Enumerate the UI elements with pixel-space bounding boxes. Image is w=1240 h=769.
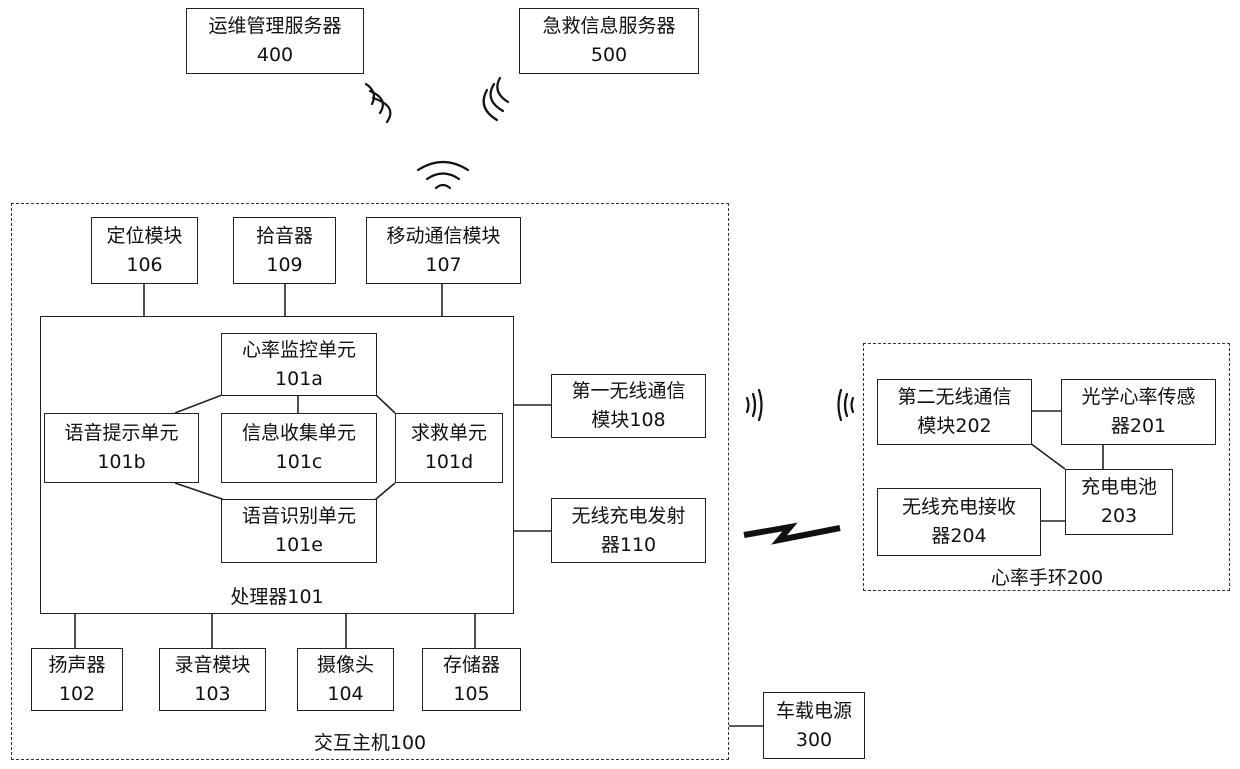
wireless2-module: 第二无线通信 模块202 (877, 379, 1032, 445)
host-side-signal-icon (747, 390, 762, 420)
host-caption: 交互主机100 (270, 728, 470, 755)
positioning-module: 定位模块 106 (91, 217, 198, 284)
battery-id: 203 (1101, 502, 1137, 531)
vehicle-power-id: 300 (796, 726, 832, 755)
band-caption: 心率手环200 (947, 563, 1147, 590)
pickup-name: 拾音器 (256, 222, 313, 251)
pickup-id: 109 (266, 251, 302, 280)
heart-monitor-id: 101a (275, 365, 323, 394)
info-collect-id: 101c (276, 448, 323, 477)
vehicle-power-name: 车载电源 (776, 697, 852, 726)
speaker-id: 102 (59, 680, 95, 709)
battery-name: 充电电池 (1081, 473, 1157, 502)
ops-server-name: 运维管理服务器 (208, 12, 341, 41)
ops-server-signal-icon (366, 84, 390, 122)
charger-tx-module: 无线充电发射 器110 (551, 498, 706, 563)
voice-recog-id: 101e (275, 531, 323, 560)
camera-id: 104 (327, 680, 363, 709)
voice-prompt-unit: 语音提示单元 101b (44, 413, 199, 483)
voice-prompt-id: 101b (97, 448, 145, 477)
rescue-server-signal-icon (484, 78, 508, 120)
voice-prompt-name: 语音提示单元 (64, 419, 178, 448)
host-antenna-signal-icon (418, 162, 468, 188)
rescue-unit-id: 101d (425, 448, 473, 477)
storage-id: 105 (453, 680, 489, 709)
storage-name: 存储器 (443, 651, 500, 680)
recorder-module: 录音模块 103 (159, 648, 266, 711)
wireless-charging-icon (744, 527, 840, 540)
info-collect-unit: 信息收集单元 101c (221, 413, 377, 483)
processor-caption: 处理器101 (177, 582, 377, 609)
voice-recog-unit: 语音识别单元 101e (221, 499, 377, 563)
battery-module: 充电电池 203 (1065, 469, 1173, 535)
rescue-unit: 求救单元 101d (395, 413, 503, 483)
mobile-comm-module: 移动通信模块 107 (366, 217, 521, 284)
charger-tx-name: 无线充电发射 (571, 502, 685, 531)
pickup-module: 拾音器 109 (233, 217, 336, 284)
positioning-name: 定位模块 (106, 222, 182, 251)
rescue-server-box: 急救信息服务器 500 (519, 8, 699, 74)
camera-name: 摄像头 (317, 651, 374, 680)
optical-sensor-name: 光学心率传感 (1081, 383, 1195, 412)
rescue-server-id: 500 (591, 41, 627, 70)
rescue-unit-name: 求救单元 (411, 419, 487, 448)
speaker-name: 扬声器 (48, 651, 105, 680)
positioning-id: 106 (126, 251, 162, 280)
charger-rx-name: 无线充电接收 (902, 493, 1016, 522)
heart-monitor-name: 心率监控单元 (242, 336, 356, 365)
recorder-id: 103 (194, 680, 230, 709)
camera-module: 摄像头 104 (297, 648, 394, 711)
band-side-signal-icon (839, 390, 854, 420)
speaker-module: 扬声器 102 (31, 648, 123, 711)
charger-tx-id: 器110 (601, 531, 656, 560)
storage-module: 存储器 105 (422, 648, 521, 711)
charger-rx-module: 无线充电接收 器204 (877, 488, 1041, 556)
rescue-server-name: 急救信息服务器 (542, 12, 675, 41)
voice-recog-name: 语音识别单元 (242, 502, 356, 531)
wireless1-id: 模块108 (591, 406, 665, 435)
vehicle-power-box: 车载电源 300 (763, 692, 865, 759)
heart-monitor-unit: 心率监控单元 101a (221, 333, 377, 396)
optical-sensor-module: 光学心率传感 器201 (1061, 379, 1216, 445)
charger-rx-id: 器204 (931, 522, 986, 551)
mobile-comm-id: 107 (425, 251, 461, 280)
wireless2-id: 模块202 (917, 412, 991, 441)
wireless1-name: 第一无线通信 (571, 377, 685, 406)
optical-sensor-id: 器201 (1111, 412, 1166, 441)
wireless1-module: 第一无线通信 模块108 (551, 374, 706, 438)
wireless2-name: 第二无线通信 (897, 383, 1011, 412)
info-collect-name: 信息收集单元 (242, 419, 356, 448)
recorder-name: 录音模块 (174, 651, 250, 680)
ops-server-box: 运维管理服务器 400 (186, 8, 364, 74)
ops-server-id: 400 (257, 41, 293, 70)
mobile-comm-name: 移动通信模块 (386, 222, 500, 251)
